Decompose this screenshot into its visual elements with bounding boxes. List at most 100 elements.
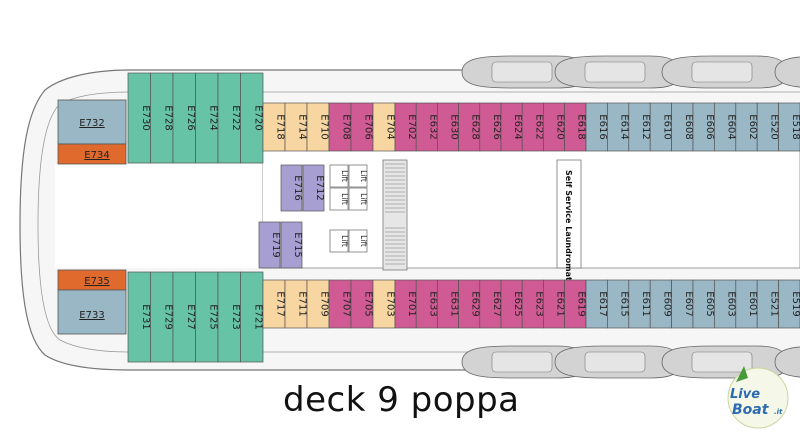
cabin-label-E722: E722 xyxy=(230,105,241,130)
laundromat-label: Self Service Laundromat xyxy=(564,170,573,281)
cabin-label-E630: E630 xyxy=(449,114,460,139)
cabin-label-E617: E617 xyxy=(597,291,608,316)
cabin-label-E601: E601 xyxy=(747,291,758,316)
cabin-label-E607: E607 xyxy=(683,291,694,316)
cabin-label-E616: E616 xyxy=(597,114,608,139)
cabin-label-E621: E621 xyxy=(555,291,566,316)
cabin-label-E622: E622 xyxy=(533,114,544,139)
palm-icon xyxy=(736,366,748,382)
cabin-label-E623: E623 xyxy=(533,291,544,316)
cabin-label-E708: E708 xyxy=(341,114,352,139)
cabin-label-E604: E604 xyxy=(726,114,737,139)
cabin-label-E732: E732 xyxy=(79,118,104,129)
lifeboat xyxy=(461,345,588,379)
cabin-label-E706: E706 xyxy=(363,114,374,139)
lifeboats-top xyxy=(461,55,800,89)
cabin-label-E632: E632 xyxy=(427,114,438,139)
cabin-label-E633: E633 xyxy=(427,291,438,316)
deck-caption: deck 9 poppa xyxy=(283,380,520,420)
cabin-label-E707: E707 xyxy=(341,291,352,316)
lift-6 xyxy=(348,229,368,253)
cabin-label-E624: E624 xyxy=(512,114,523,139)
cabin-label-E611: E611 xyxy=(640,291,651,316)
cabin-E734[interactable] xyxy=(57,143,127,165)
cabin-label-E625: E625 xyxy=(512,291,523,316)
cabin-label-E608: E608 xyxy=(683,114,694,139)
cabin-label-E709: E709 xyxy=(319,291,330,316)
cabin-label-E719: E719 xyxy=(270,232,281,257)
lifeboat xyxy=(554,55,681,89)
cabin-label-E629: E629 xyxy=(470,291,481,316)
cabin-label-E704: E704 xyxy=(385,114,396,139)
cabin-label-E714: E714 xyxy=(297,114,308,139)
lift-2 xyxy=(348,164,368,188)
cabin-label-E725: E725 xyxy=(207,304,218,329)
cabin-label-E711: E711 xyxy=(297,291,308,316)
lifeboat xyxy=(661,55,788,89)
cabin-label-E721: E721 xyxy=(252,304,263,329)
cabin-label-E701: E701 xyxy=(406,291,417,316)
cabin-label-E723: E723 xyxy=(230,304,241,329)
lifeboat xyxy=(774,56,800,88)
lifeboat xyxy=(554,345,681,379)
lift-1 xyxy=(329,164,349,188)
cabin-label-E720: E720 xyxy=(252,105,263,130)
cabin-E716[interactable] xyxy=(280,164,303,212)
logo-line2: Boat xyxy=(732,402,770,418)
cabin-label-E734: E734 xyxy=(84,150,109,161)
cabin-label-E518: E518 xyxy=(790,114,800,139)
stairwell xyxy=(382,159,408,271)
cabin-label-E726: E726 xyxy=(185,105,196,130)
cabin-label-E615: E615 xyxy=(619,291,630,316)
cabin-label-E618: E618 xyxy=(576,114,587,139)
lift-label-2: Lift xyxy=(359,170,368,182)
liveboat-logo: Live Boat .it xyxy=(727,366,789,429)
cabin-E715[interactable] xyxy=(280,221,303,269)
cabin-label-E730: E730 xyxy=(140,105,151,130)
cabin-label-E735: E735 xyxy=(84,276,109,287)
logo-suffix: .it xyxy=(774,408,783,416)
cabin-label-E631: E631 xyxy=(449,291,460,316)
lift-4 xyxy=(348,187,368,211)
cabin-label-E602: E602 xyxy=(747,114,758,139)
cabin-label-E519: E519 xyxy=(790,291,800,316)
cabin-label-E619: E619 xyxy=(576,291,587,316)
cabin-label-E610: E610 xyxy=(661,114,672,139)
lift-5 xyxy=(329,229,349,253)
cabin-label-E703: E703 xyxy=(385,291,396,316)
lift-label-1: Lift xyxy=(340,170,349,182)
lift-3 xyxy=(329,187,349,211)
cabin-label-E710: E710 xyxy=(319,114,330,139)
cabin-label-E729: E729 xyxy=(162,304,173,329)
lifeboat xyxy=(774,346,800,378)
cabin-label-E718: E718 xyxy=(275,114,286,139)
cabin-E733[interactable] xyxy=(57,289,127,335)
cabin-label-E728: E728 xyxy=(162,105,173,130)
cabin-label-E705: E705 xyxy=(363,291,374,316)
cabin-label-E626: E626 xyxy=(491,114,502,139)
aft-cabins: E732 E734 E735 E733 xyxy=(57,99,127,335)
cabin-label-E733: E733 xyxy=(79,310,104,321)
cabin-E719[interactable] xyxy=(258,221,281,269)
cabin-label-E614: E614 xyxy=(619,114,630,139)
logo-line1: Live xyxy=(730,387,760,402)
lifeboat xyxy=(461,55,588,89)
cabin-label-E712: E712 xyxy=(314,175,325,200)
cabin-label-E605: E605 xyxy=(704,291,715,316)
cabin-label-E606: E606 xyxy=(704,114,715,139)
cabin-label-E628: E628 xyxy=(470,114,481,139)
cabin-E732[interactable] xyxy=(57,99,127,145)
cabin-label-E620: E620 xyxy=(555,114,566,139)
cabin-E712[interactable] xyxy=(302,164,325,212)
laundromat-room xyxy=(556,159,582,269)
lift-label-3: Lift xyxy=(340,193,349,205)
aft-corridor xyxy=(55,164,262,268)
cabin-label-E731: E731 xyxy=(140,304,151,329)
cabin-label-E716: E716 xyxy=(292,175,303,200)
cabin-label-E702: E702 xyxy=(406,114,417,139)
cabin-label-E627: E627 xyxy=(491,291,502,316)
cabin-label-E715: E715 xyxy=(292,232,303,257)
